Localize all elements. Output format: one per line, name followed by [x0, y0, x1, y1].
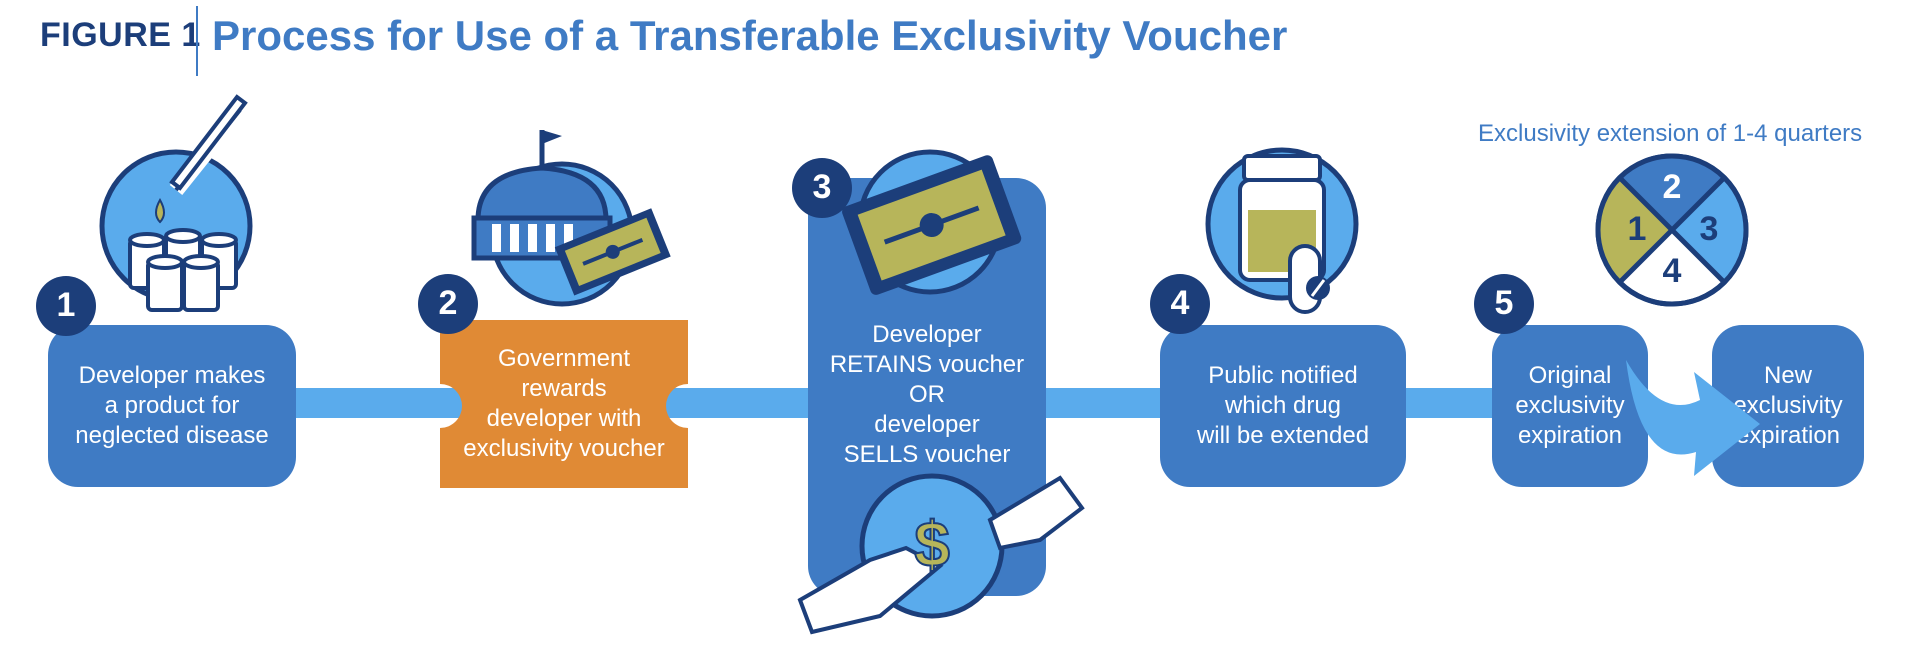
figure-title: Process for Use of a Transferable Exclus…	[212, 12, 1288, 59]
step-2-box: Government rewards developer with exclus…	[440, 320, 688, 488]
voucher-ticket-icon	[842, 149, 1022, 295]
step-1-text: Developer makes a product for neglected …	[75, 362, 269, 449]
step-4-text: Public notified which drug will be exten…	[1196, 362, 1370, 449]
expiration-arrow-icon	[1626, 360, 1760, 476]
test-tubes-dropper-icon	[99, 94, 253, 312]
step-2-text: Government rewards developer with exclus…	[463, 345, 665, 462]
extension-label: Exclusivity extension of 1-4 quarters	[1478, 120, 1863, 147]
step-5-badge: 5	[1494, 284, 1514, 322]
step-5-text: Original exclusivity expiration	[1515, 362, 1625, 449]
step-2-badge: 2	[438, 284, 458, 322]
quarter-2: 2	[1662, 168, 1682, 206]
figure-label: FIGURE 1	[40, 16, 201, 54]
step-badges	[36, 158, 1534, 336]
pill-bottle-icon	[1205, 147, 1359, 314]
quarters-pie-icon	[1595, 153, 1749, 307]
capitol-voucher-icon	[471, 130, 671, 307]
quarter-3: 3	[1699, 210, 1719, 248]
title-divider	[196, 6, 198, 76]
step-4-box: Public notified which drug will be exten…	[1160, 325, 1406, 487]
quarter-4: 4	[1662, 252, 1682, 290]
step-3-text-wrap: Developer RETAINS voucher OR developer S…	[808, 310, 1046, 480]
quarter-1: 1	[1627, 210, 1647, 248]
step-3-text: Developer RETAINS voucher OR developer S…	[829, 321, 1025, 468]
step-4-badge: 4	[1170, 284, 1190, 322]
money-exchange-icon: $	[797, 473, 1085, 635]
step-3-badge: 3	[812, 168, 832, 206]
new-expiration-text: New exclusivity expiration	[1733, 362, 1843, 449]
step-5-box: Original exclusivity expiration	[1492, 325, 1648, 487]
dollar-sign: $	[914, 508, 950, 580]
step-1-box: Developer makes a product for neglected …	[48, 325, 296, 487]
step-1-badge: 1	[56, 286, 76, 324]
new-expiration-box: New exclusivity expiration	[1712, 325, 1864, 487]
